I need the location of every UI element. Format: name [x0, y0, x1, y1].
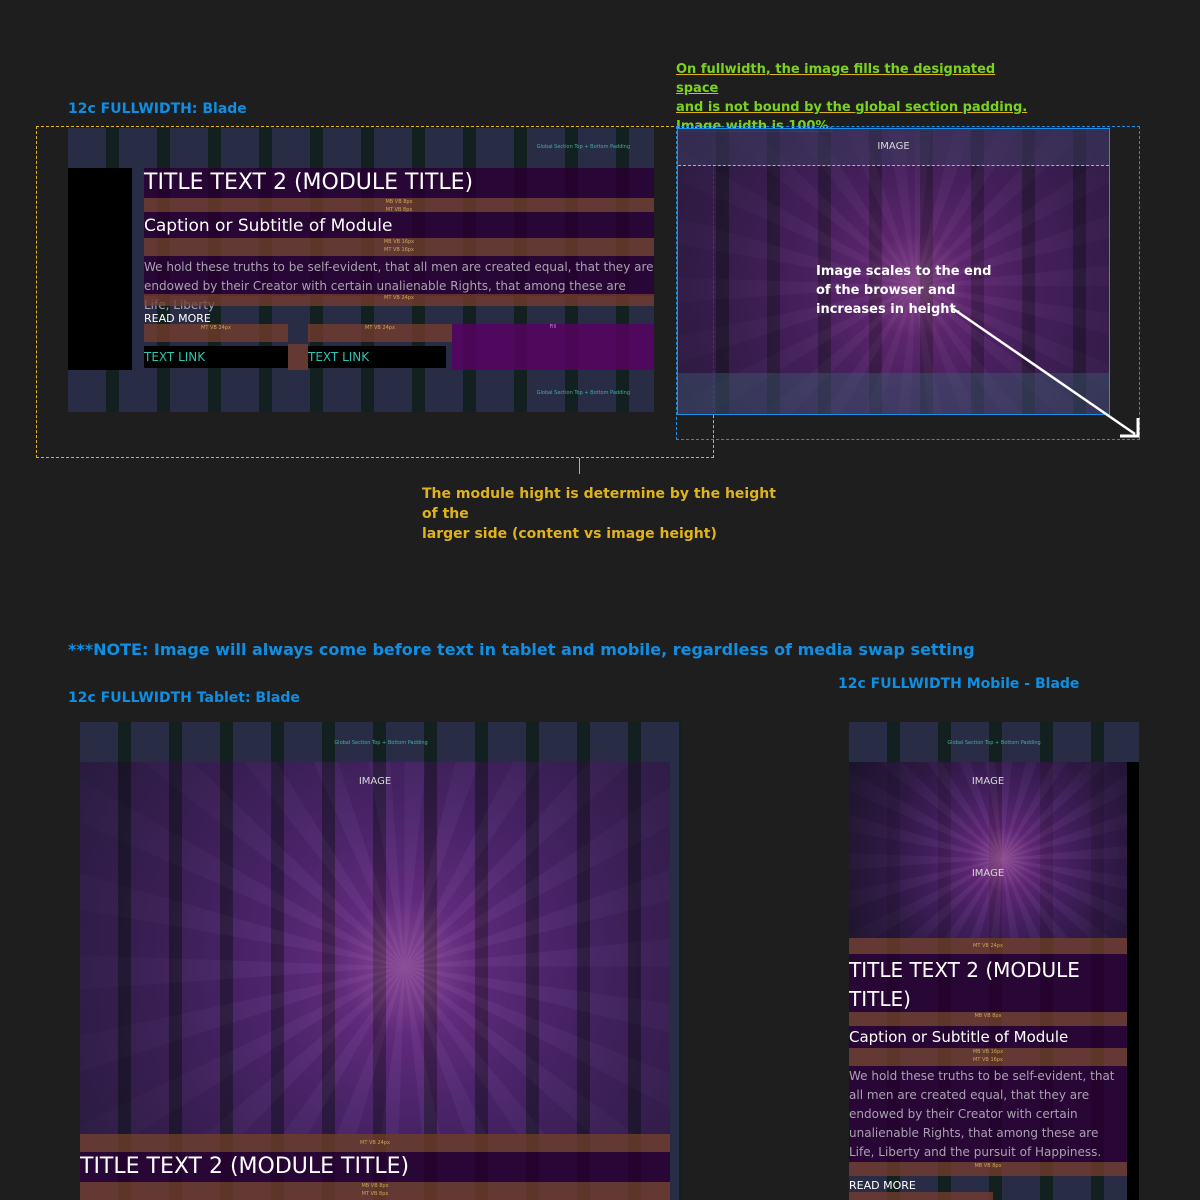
title-line: TITLE TEXT 2 (MODULE	[849, 958, 1080, 982]
annotation-line: of the browser and	[816, 283, 956, 298]
mobile-subtitle-row	[849, 1026, 1127, 1048]
spacer-label: MT VB 8px	[385, 207, 413, 213]
mobile-right-gutter	[1127, 762, 1139, 1200]
grid-overlay	[80, 762, 670, 1134]
tablet-title-row	[80, 1152, 670, 1182]
spacer-label: MB VB 16px	[972, 1049, 1004, 1055]
body-line: We hold these truths to be self-evident,…	[144, 260, 654, 274]
mobile-flower-image	[849, 762, 1127, 938]
mobile-module-subtitle: Caption or Subtitle of Module	[849, 1028, 1069, 1046]
spacer-label: MB VB 8px	[974, 1163, 1002, 1169]
callout-tick	[579, 458, 580, 474]
spacer-label: MB VB 8px	[361, 1183, 389, 1189]
tablet-panel: Global Section Top + Bottom Padding IMAG…	[80, 722, 682, 1200]
mobile-spacer-2: MB VB 8px	[849, 1012, 1127, 1026]
spacer-label: MT VB 24px	[384, 295, 414, 301]
fill-area: Fill	[452, 324, 654, 370]
section-padding-bottom-label: Global Section Top + Bottom Padding	[536, 390, 630, 396]
mobile-spacer-5	[849, 1192, 993, 1200]
fill-label: Fill	[549, 324, 557, 330]
module-subtitle: Caption or Subtitle of Module	[144, 216, 393, 236]
title-row	[144, 168, 654, 198]
tablet-module-title: TITLE TEXT 2 (MODULE TITLE)	[80, 1154, 410, 1179]
body-row	[144, 256, 654, 296]
spacer-label: MT VB 24px	[360, 1140, 390, 1146]
spacer-label: MT VB 24px	[201, 325, 231, 331]
spacer-label: MB VB 8px	[974, 1013, 1002, 1019]
mobile-module-title: TITLE TEXT 2 (MODULE TITLE)	[849, 956, 1080, 1014]
fullwidth-annotation-line1: On fullwidth, the image fills the design…	[676, 62, 996, 96]
read-more-link[interactable]: READ MORE	[144, 312, 211, 325]
module-title: TITLE TEXT 2 (MODULE TITLE)	[144, 170, 474, 195]
tablet-spacer-2: MB VB 8px MT VB 8px	[80, 1182, 670, 1200]
mobile-spacer-3: MB VB 16px MT VB 16px	[849, 1048, 1127, 1066]
annotation-line: increases in height.	[816, 302, 961, 317]
image-label: IMAGE	[877, 141, 910, 152]
annotation-line: Image scales to the end	[816, 264, 992, 279]
arrow-icon	[951, 306, 1140, 438]
text-link-2-box[interactable]: TEXT LINK	[308, 346, 446, 368]
mobile-spacer: MT VB 24px	[849, 938, 1127, 954]
mobile-read-more-link[interactable]: READ MORE	[849, 1179, 916, 1192]
mobile-spacer-4: MB VB 8px	[849, 1162, 1127, 1176]
gutter-block	[68, 168, 132, 370]
mobile-body-row	[849, 1066, 1127, 1162]
module-height-annotation: The module hight is determine by the hei…	[422, 484, 782, 544]
image-top-padding	[678, 129, 1109, 166]
spacer-mb-vb-8: MB VB 8px MT VB 8px	[144, 198, 654, 213]
text-link-2[interactable]: TEXT LINK	[308, 350, 370, 364]
fullwidth-annotation: On fullwidth, the image fills the design…	[676, 60, 1036, 136]
tablet-flower-image	[80, 762, 670, 1134]
mobile-image-label-center: IMAGE	[971, 868, 1005, 879]
text-link-1-box[interactable]: TEXT LINK	[144, 346, 288, 368]
annotation-line: larger side (content vs image height)	[422, 526, 717, 542]
spacer-label: MT VB 24px	[973, 943, 1003, 949]
desktop-content-panel: Global Section Top + Bottom Padding Glob…	[68, 128, 654, 412]
desktop-section-label: 12c FULLWIDTH: Blade	[68, 101, 247, 117]
mobile-title-row	[849, 954, 1127, 1012]
image-bottom-padding	[678, 373, 1109, 414]
spacer-link-2: MT VB 24px	[308, 324, 452, 342]
tablet-section-label: 12c FULLWIDTH Tablet: Blade	[68, 690, 300, 706]
section-padding-top-label: Global Section Top + Bottom Padding	[536, 144, 630, 150]
mobile-section-label: 12c FULLWIDTH Mobile - Blade	[838, 676, 1080, 692]
spacer-label: MT VB 16px	[973, 1057, 1003, 1063]
tablet-image-label: IMAGE	[358, 776, 392, 787]
image-extent-boundary	[676, 126, 1140, 440]
module-body-text: We hold these truths to be self-evident,…	[144, 258, 654, 315]
spacer-label: MT VB 8px	[361, 1191, 389, 1197]
mobile-image-label: IMAGE	[971, 776, 1005, 787]
mobile-body-text: We hold these truths to be self-evident,…	[849, 1069, 1115, 1159]
spacer-label: MT VB 16px	[384, 247, 414, 253]
title-line: TITLE)	[849, 987, 911, 1011]
text-link-1[interactable]: TEXT LINK	[144, 350, 206, 364]
spacer-label: MT VB 24px	[365, 325, 395, 331]
spacer-mb-vb-16: MB VB 16px MT VB 16px	[144, 238, 654, 256]
spacer-mt-vb-24: MT VB 24px	[144, 294, 654, 306]
fullwidth-annotation-line2: and is not bound by the global section p…	[676, 100, 1028, 115]
section-padding-top-label: Global Section Top + Bottom Padding	[947, 740, 1041, 746]
mobile-panel: Global Section Top + Bottom Padding IMAG…	[849, 722, 1139, 1200]
ordering-note: ***NOTE: Image will always come before t…	[68, 640, 975, 659]
section-padding-top-label: Global Section Top + Bottom Padding	[334, 740, 428, 746]
spacer-label: MB VB 8px	[385, 199, 413, 205]
spacer-link-1: MT VB 24px	[144, 324, 288, 342]
spacer-label: MB VB 16px	[383, 239, 415, 245]
tablet-spacer: MT VB 24px	[80, 1134, 670, 1152]
link-gap-spacer	[288, 344, 308, 370]
image-scales-annotation: Image scales to the end of the browser a…	[816, 262, 991, 319]
subtitle-row	[144, 212, 654, 238]
annotation-line: The module hight is determine by the hei…	[422, 486, 776, 522]
